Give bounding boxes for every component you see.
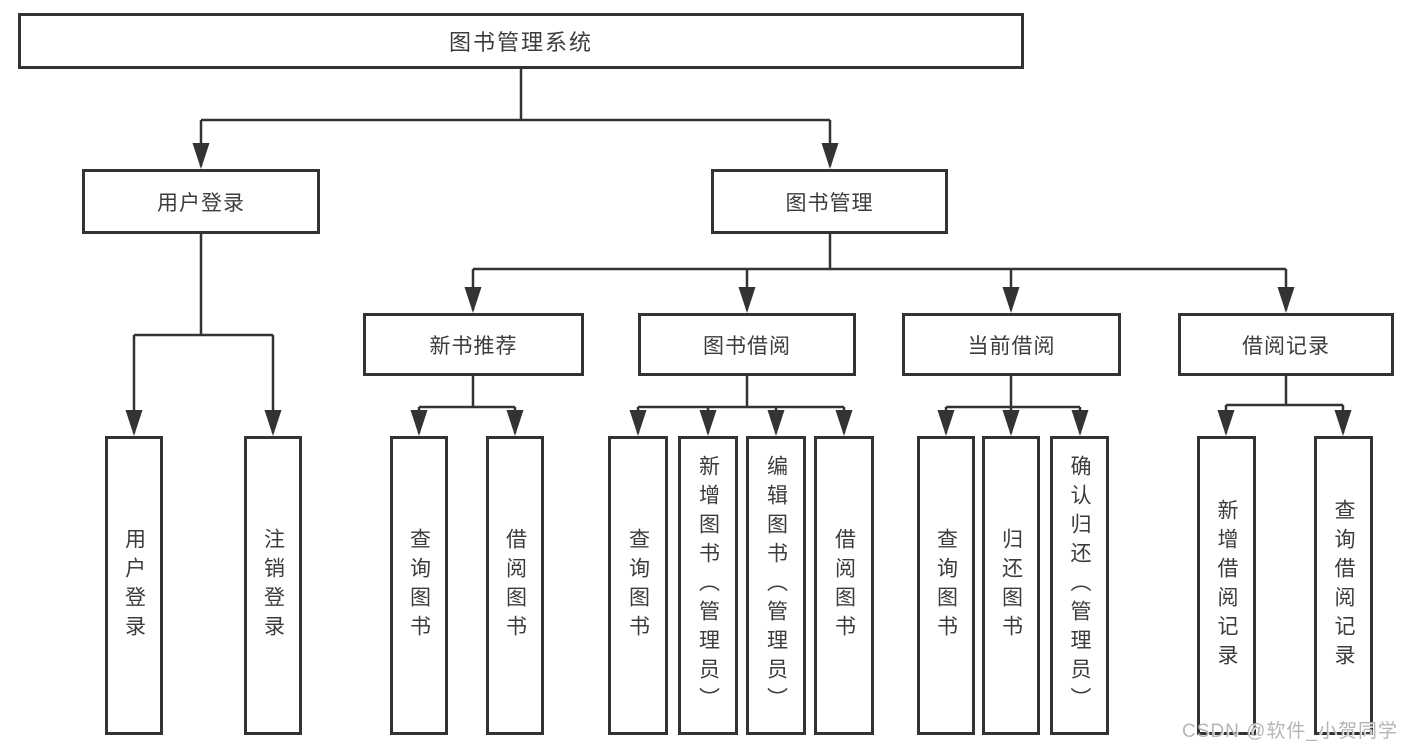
- leaf-logout-label: 注销登录: [261, 527, 285, 644]
- leaf-newbook-query-books: 查询图书: [390, 436, 448, 735]
- node-new-book-recommend: 新书推荐: [363, 313, 584, 376]
- leaf-current-confirm-return-admin-label: 确认归还（管理员）: [1068, 455, 1091, 716]
- node-current-borrow-label: 当前借阅: [967, 334, 1056, 358]
- node-user-login-label: 用户登录: [157, 191, 245, 215]
- leaf-current-return-books: 归还图书: [982, 436, 1040, 735]
- node-library-system-label: 图书管理系统: [448, 30, 593, 55]
- leaf-newbook-borrow-books: 借阅图书: [486, 436, 544, 735]
- node-book-borrow: 图书借阅: [638, 313, 856, 376]
- leaf-borrow-add-books-admin: 新增图书（管理员）: [678, 436, 738, 735]
- csdn-watermark: CSDN @软件_小贺同学: [1182, 721, 1398, 742]
- node-book-management: 图书管理: [711, 169, 948, 234]
- leaf-borrow-borrow-books: 借阅图书: [814, 436, 874, 735]
- node-borrow-records-label: 借阅记录: [1242, 334, 1330, 358]
- leaf-newbook-query-books-label: 查询图书: [407, 527, 431, 644]
- leaf-current-confirm-return-admin: 确认归还（管理员）: [1050, 436, 1109, 735]
- leaf-borrow-edit-books-admin: 编辑图书（管理员）: [746, 436, 806, 735]
- arrowheads: [125, 143, 1352, 436]
- leaf-logout: 注销登录: [244, 436, 302, 735]
- leaf-current-query-books: 查询图书: [917, 436, 975, 735]
- node-user-login: 用户登录: [82, 169, 320, 234]
- leaf-borrow-add-books-admin-label: 新增图书（管理员）: [696, 455, 720, 716]
- node-book-management-label: 图书管理: [785, 191, 874, 215]
- leaf-records-query-record: 查询借阅记录: [1314, 436, 1373, 735]
- node-new-book-recommend-label: 新书推荐: [429, 334, 518, 358]
- leaf-records-add-record-label: 新增借阅记录: [1215, 498, 1238, 673]
- leaf-user-login-label: 用户登录: [122, 527, 146, 644]
- leaf-current-query-books-label: 查询图书: [934, 527, 958, 644]
- leaf-borrow-borrow-books-label: 借阅图书: [832, 527, 856, 644]
- leaf-records-add-record: 新增借阅记录: [1197, 436, 1256, 735]
- leaf-newbook-borrow-books-label: 借阅图书: [503, 527, 527, 644]
- node-borrow-records: 借阅记录: [1178, 313, 1394, 376]
- leaf-borrow-query-books-label: 查询图书: [626, 527, 650, 644]
- leaf-user-login: 用户登录: [105, 436, 163, 735]
- leaf-borrow-edit-books-admin-label: 编辑图书（管理员）: [764, 455, 788, 716]
- leaf-records-query-record-label: 查询借阅记录: [1332, 498, 1355, 673]
- node-library-system: 图书管理系统: [18, 13, 1024, 69]
- leaf-borrow-query-books: 查询图书: [608, 436, 668, 735]
- node-current-borrow: 当前借阅: [902, 313, 1121, 376]
- leaf-current-return-books-label: 归还图书: [999, 527, 1023, 644]
- node-book-borrow-label: 图书借阅: [703, 334, 791, 358]
